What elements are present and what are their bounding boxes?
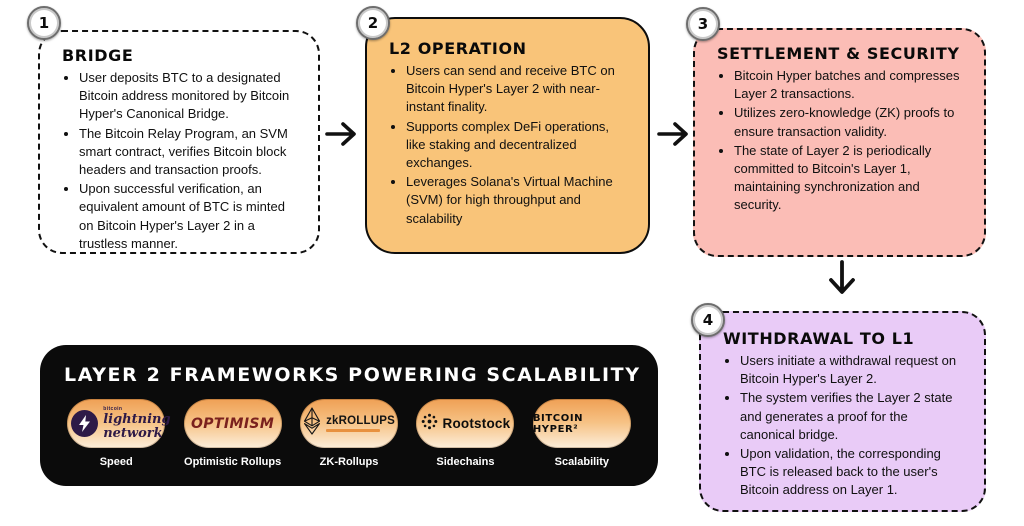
bullet-item: Utilizes zero-knowledge (ZK) proofs to e… (734, 104, 966, 140)
ethereum-icon (303, 407, 321, 440)
bitcoin-hyper-wordmark: BITCOIN HYPER² (532, 412, 584, 435)
step-number: 2 (367, 14, 379, 32)
framework-label: Optimistic Rollups (184, 456, 282, 468)
bullet-item: Bitcoin Hyper batches and compresses Lay… (734, 67, 966, 103)
step-card-bridge: BRIDGE User deposits BTC to a designated… (38, 30, 320, 254)
step-bullet-list: User deposits BTC to a designated Bitcoi… (62, 69, 300, 253)
step-number: 4 (702, 311, 714, 329)
step-number: 1 (38, 14, 50, 32)
framework-optimism: OPTIMISM Optimistic Rollups (174, 399, 290, 468)
zk-rollups-logo: zkROLLUPS (300, 399, 399, 448)
rootstock-logo: Rootstock (416, 399, 515, 448)
step-number-badge: 4 (691, 303, 725, 337)
frameworks-row: bitcoin lightning network Speed OPTIMISM… (40, 399, 658, 468)
framework-lightning-network: bitcoin lightning network Speed (58, 399, 174, 468)
bullet-item: Upon validation, the corresponding BTC i… (740, 445, 966, 500)
zk-rollups-wordmark: zkROLLUPS (326, 415, 395, 432)
step-number-badge: 2 (356, 6, 390, 40)
bullet-item: Leverages Solana's Virtual Machine (SVM)… (406, 173, 630, 228)
step-card-settlement-security: SETTLEMENT & SECURITY Bitcoin Hyper batc… (693, 28, 986, 257)
step-bullet-list: Bitcoin Hyper batches and compresses Lay… (717, 67, 966, 215)
bullet-item: The Bitcoin Relay Program, an SVM smart … (79, 125, 300, 180)
lightning-brand-top: bitcoin (103, 406, 123, 413)
rootstock-icon (421, 413, 438, 435)
lightning-network-logo: bitcoin lightning network (67, 399, 171, 448)
step-title: BRIDGE (62, 46, 134, 65)
framework-label: Scalability (554, 456, 610, 468)
step-card-l2-operation: L2 OPERATION Users can send and receive … (365, 17, 650, 254)
bullet-item: The state of Layer 2 is periodically com… (734, 142, 966, 215)
step-bullet-list: Users can send and receive BTC on Bitcoi… (389, 62, 630, 228)
step-card-withdrawal-l1: WITHDRAWAL TO L1 Users initiate a withdr… (699, 311, 986, 512)
bitcoin-hyper-logo: BITCOIN HYPER² (532, 399, 631, 448)
step-bullet-list: Users initiate a withdrawal request on B… (723, 352, 966, 500)
lightning-bolt-icon (71, 410, 99, 437)
banner-title: LAYER 2 FRAMEWORKS POWERING SCALABILITY (64, 364, 641, 386)
lightning-network-wordmark: bitcoin lightning network (103, 406, 171, 441)
step-number-badge: 1 (27, 6, 61, 40)
bullet-item: Users initiate a withdrawal request on B… (740, 352, 966, 388)
framework-rootstock: Rootstock Sidechains (407, 399, 523, 468)
bullet-item: Supports complex DeFi operations, like s… (406, 118, 630, 173)
right-arrow-icon (324, 116, 360, 157)
step-number-badge: 3 (686, 7, 720, 41)
rootstock-wordmark: Rootstock (442, 416, 511, 431)
frameworks-banner: LAYER 2 FRAMEWORKS POWERING SCALABILITY … (40, 345, 658, 486)
framework-label: ZK-Rollups (319, 456, 379, 468)
framework-label: Sidechains (436, 456, 495, 468)
framework-label: Speed (99, 456, 133, 468)
down-arrow-icon (822, 258, 862, 307)
step-title: SETTLEMENT & SECURITY (717, 44, 960, 63)
zk-rollups-subtext (326, 429, 381, 432)
framework-bitcoin-hyper: BITCOIN HYPER² Scalability (524, 399, 640, 468)
bullet-item: Upon successful verification, an equival… (79, 180, 300, 253)
right-arrow-icon (656, 116, 692, 157)
step-title: L2 OPERATION (389, 39, 527, 58)
step-number: 3 (697, 15, 709, 33)
lightning-name: lightning network (103, 412, 171, 441)
optimism-logo: OPTIMISM (183, 399, 282, 448)
bullet-item: User deposits BTC to a designated Bitcoi… (79, 69, 300, 124)
bullet-item: The system verifies the Layer 2 state an… (740, 389, 966, 444)
bullet-item: Users can send and receive BTC on Bitcoi… (406, 62, 630, 117)
framework-zk-rollups: zkROLLUPS ZK-Rollups (291, 399, 407, 468)
step-title: WITHDRAWAL TO L1 (723, 329, 915, 348)
optimism-wordmark: OPTIMISM (190, 415, 275, 432)
